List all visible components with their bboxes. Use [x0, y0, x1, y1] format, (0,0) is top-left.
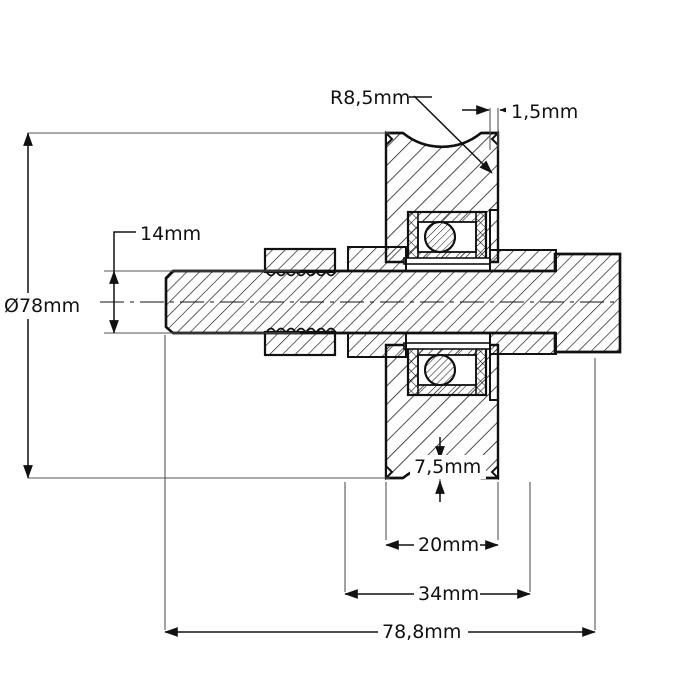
threaded-nut	[263, 247, 337, 357]
dimension-label-shaft-diameter: 14mm	[140, 223, 201, 245]
dimension-label-hub-width: 34mm	[418, 583, 479, 605]
shaft	[164, 252, 622, 354]
thread-profile-top	[265, 269, 337, 277]
thread-profile-bottom	[265, 327, 337, 335]
dimension-label-outer-diameter: Ø78mm	[4, 295, 80, 317]
ball-bearing-top	[403, 210, 491, 265]
extension-lines	[28, 108, 596, 630]
vee-groove-top	[402, 131, 482, 149]
dimension-label-flange-thickness: 1,5mm	[511, 101, 578, 123]
leader-radius-arrow	[413, 95, 493, 174]
hub-bore-steps	[489, 209, 498, 401]
ball-bearing-bottom	[403, 342, 491, 397]
dimension-label-groove-radius: R8,5mm	[330, 87, 410, 109]
dimension-label-groove-depth: 7,5mm	[414, 456, 481, 478]
spacer-washers	[347, 246, 557, 358]
dimension-lines	[23, 95, 596, 637]
dimension-labels: R8,5mm 1,5mm 14mm Ø78mm 7,5mm 20mm 34mm …	[2, 86, 586, 644]
dimension-label-overall-length: 78,8mm	[382, 621, 461, 643]
dimension-label-inner-width: 20mm	[418, 534, 479, 556]
